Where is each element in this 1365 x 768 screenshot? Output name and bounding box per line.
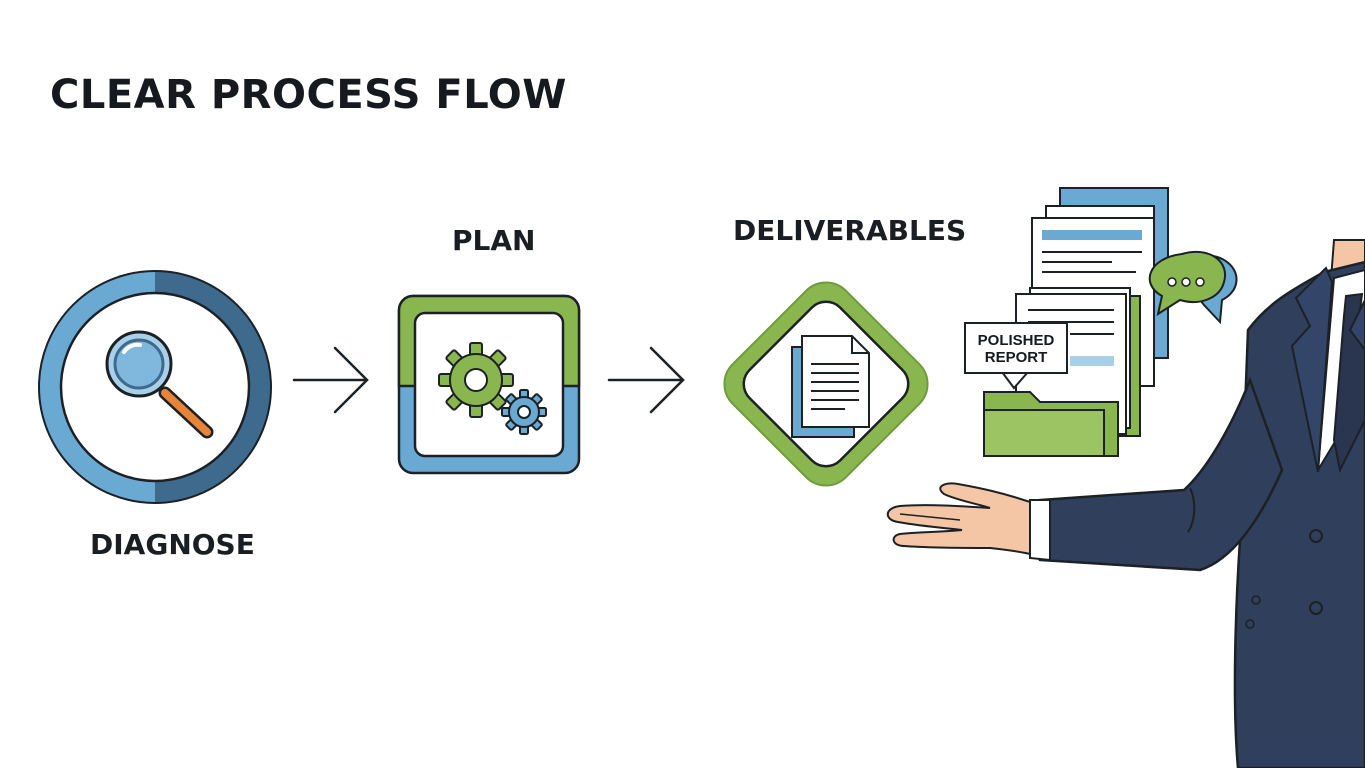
magnifier-icon [105,330,214,439]
plan-step [397,294,581,475]
diagnose-step [38,270,272,504]
step-label-diagnose: DIAGNOSE [90,528,255,561]
flow-arrow-1 [292,346,369,414]
step-label-deliverables: DELIVERABLES [733,214,967,247]
report-tag-line-2: REPORT [984,349,1048,366]
report-stack-illustration [983,187,1238,457]
suit-button [1309,529,1323,543]
suit-button [1309,601,1323,615]
report-tag-line-1: POLISHED [977,332,1055,349]
page-title: CLEAR PROCESS FLOW [50,72,567,118]
presenter-figure [886,239,1365,768]
flow-arrow-2 [607,346,685,414]
polished-report-tag: POLISHED REPORT [964,322,1068,374]
deliverables-step [723,281,929,487]
document-icon [791,335,870,438]
gears-icon [438,342,547,435]
step-label-plan: PLAN [452,224,536,257]
diagnose-ring-dark-half [154,271,271,503]
